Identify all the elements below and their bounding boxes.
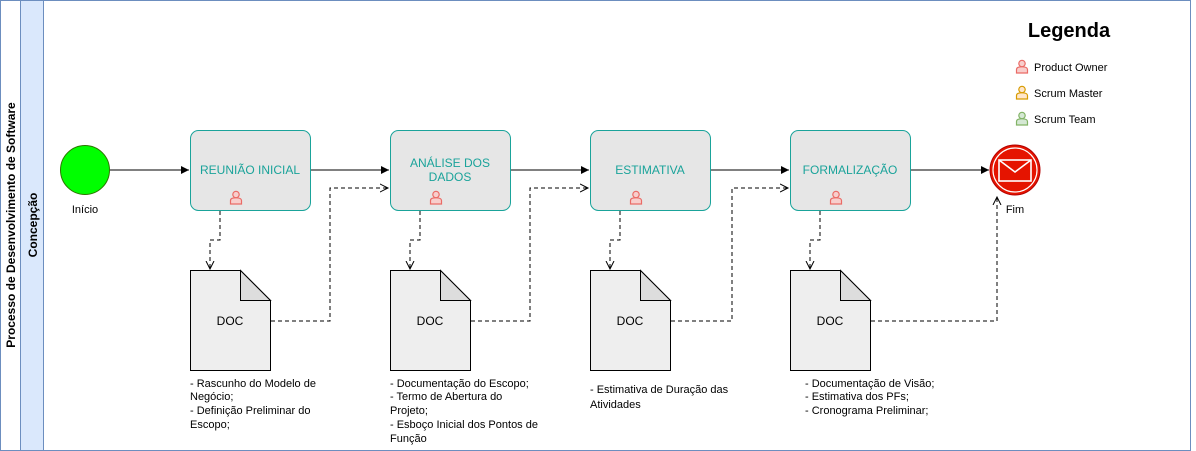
task-label-line: ESTIMATIVA	[615, 163, 685, 177]
note-line: - Estimativa de Duração das	[590, 384, 729, 396]
assoc-doc3-to-task4	[671, 188, 788, 322]
pool-title: Processo de Desenvolvimento de Software	[4, 102, 18, 348]
note-line: - Definição Preliminar do	[190, 405, 310, 417]
start-event-label: Início	[72, 204, 98, 216]
assoc-task1-to-doc1	[210, 211, 221, 269]
note-line: - Documentação do Escopo;	[390, 378, 529, 390]
note-line: - Rascunho do Modelo de	[190, 378, 316, 390]
note-line: Função	[390, 433, 427, 445]
assoc-doc4-to-end	[871, 197, 997, 322]
note-line: - Documentação de Visão;	[805, 378, 934, 390]
task[interactable]: ANÁLISE DOS DADOS	[390, 130, 511, 211]
note-line: Escopo;	[190, 419, 230, 431]
task-box[interactable]	[390, 130, 511, 211]
document[interactable]: DOC	[790, 269, 872, 371]
scrum-team-icon	[1015, 111, 1029, 126]
product-owner-icon	[229, 190, 243, 205]
document-notes: - Rascunho do Modelo de Negócio; - Defin…	[190, 378, 934, 445]
legend-title: Legenda	[1028, 20, 1111, 42]
start-event-circle[interactable]	[60, 145, 110, 195]
document-fold	[440, 269, 472, 301]
legend-label: Scrum Master	[1034, 88, 1103, 100]
assoc-task3-to-doc3	[610, 211, 621, 269]
product-owner-icon	[429, 190, 443, 205]
note-line: - Estimativa dos PFs;	[805, 391, 909, 403]
legend-label: Product Owner	[1034, 62, 1108, 74]
assoc-task2-to-doc2	[410, 211, 421, 269]
task-box[interactable]	[590, 130, 711, 211]
document-label: DOC	[417, 314, 444, 328]
document-fold	[640, 269, 672, 301]
note-line: - Termo de Abertura do	[390, 391, 502, 403]
task-box[interactable]	[190, 130, 311, 211]
document[interactable]: DOC	[590, 269, 672, 371]
note-line: - Cronograma Preliminar;	[805, 405, 928, 417]
note-line: - Esboço Inicial dos Pontos de	[390, 419, 538, 431]
assoc-task4-to-doc4	[810, 211, 821, 269]
end-event-label: Fim	[1006, 204, 1024, 216]
document-fold	[240, 269, 272, 301]
note-line: Atividades	[590, 399, 641, 411]
product-owner-icon	[829, 190, 843, 205]
document-label: DOC	[817, 314, 844, 328]
task-box[interactable]	[790, 130, 911, 211]
scrum-master-icon	[1015, 85, 1029, 100]
legend-label: Scrum Team	[1034, 114, 1096, 126]
assoc-doc2-to-task3	[471, 188, 588, 322]
task-label-line: ANÁLISE DOS	[410, 155, 490, 170]
document-label: DOC	[217, 314, 244, 328]
document[interactable]: DOC	[390, 269, 472, 371]
document[interactable]: DOC	[190, 269, 272, 371]
product-owner-icon	[629, 190, 643, 205]
note-line: Negócio;	[190, 391, 233, 403]
document-fold	[840, 269, 872, 301]
task[interactable]: ESTIMATIVA	[590, 130, 711, 211]
legend: Legenda Product Owner Scrum Master Scrum…	[1015, 20, 1111, 126]
data-associations	[210, 188, 997, 322]
task-label-line: DADOS	[429, 170, 472, 184]
envelope-icon	[998, 159, 1032, 182]
task-label-line: FORMALIZAÇÃO	[803, 163, 898, 177]
assoc-doc1-to-task2	[271, 188, 388, 322]
task[interactable]: FORMALIZAÇÃO	[790, 130, 911, 211]
start-event[interactable]: Início	[60, 145, 110, 217]
document-label: DOC	[617, 314, 644, 328]
task-label-line: REUNIÃO INICIAL	[200, 163, 300, 177]
lane-title: Concepção	[26, 193, 40, 258]
product-owner-icon	[1015, 59, 1029, 74]
end-event[interactable]: Fim	[989, 144, 1041, 216]
note-line: Projeto;	[390, 405, 428, 417]
task[interactable]: REUNIÃO INICIAL	[190, 130, 311, 211]
